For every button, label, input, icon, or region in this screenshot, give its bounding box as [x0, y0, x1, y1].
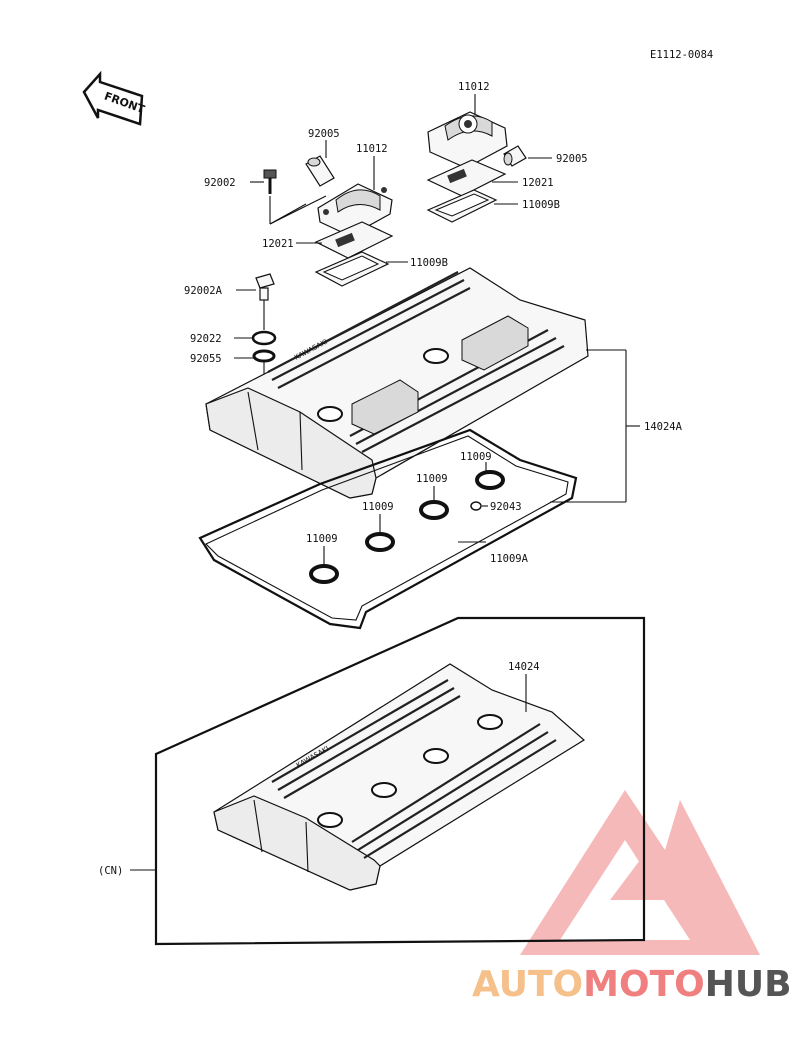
callout-92022: 92022	[190, 333, 222, 345]
head-cover-upper: KAWASAKI	[205, 267, 589, 499]
callout-92002: 92002	[204, 177, 236, 189]
callout-14024a: 14024A	[644, 421, 683, 433]
dowel-icon	[470, 501, 482, 511]
callout-12021-left: 12021	[262, 238, 294, 250]
callout-11009b-right: 11009B	[522, 199, 560, 211]
callout-11009b-left: 11009B	[410, 257, 448, 269]
callout-92055: 92055	[190, 353, 222, 365]
callout-11012-right: 11012	[458, 81, 490, 93]
figure-code: E1112-0084	[650, 49, 713, 61]
plug-ring-1-icon	[475, 470, 505, 490]
callout-14024: 14024	[508, 661, 540, 673]
plug-ring-3-icon	[365, 532, 395, 552]
callout-92043: 92043	[490, 501, 522, 513]
watermark-part3: HUB	[705, 964, 792, 1005]
svg-text:AUTOMOTOHUB: AUTOMOTOHUB	[472, 964, 792, 1005]
breather-assembly-right	[426, 111, 527, 223]
plug-ring-2-icon	[419, 500, 449, 520]
cn-frame	[154, 616, 646, 946]
callout-92005-right: 92005	[556, 153, 588, 165]
callout-11009a: 11009A	[490, 553, 529, 565]
bolt-92002-icon	[263, 169, 277, 194]
watermark-text: AUTOMOTOHUB	[472, 964, 792, 1005]
cap-bolt-icon	[255, 273, 275, 301]
main-gasket-icon	[198, 428, 578, 630]
callout-11009-2: 11009	[416, 473, 448, 485]
pipe-right-icon	[503, 145, 527, 167]
grommet-icon	[252, 349, 276, 363]
watermark-part1: AUTO	[472, 964, 583, 1005]
watermark-logo-icon	[520, 790, 760, 955]
breather-assembly-left	[263, 155, 394, 287]
head-cover-lower: KAWASAKI	[213, 663, 586, 891]
pipe-left-icon	[305, 155, 335, 187]
callout-11009-4: 11009	[306, 533, 338, 545]
callout-92005-left: 92005	[308, 128, 340, 140]
plug-ring-4-icon	[309, 564, 339, 584]
watermark-part2: MOTO	[583, 964, 705, 1005]
callout-92002a: 92002A	[184, 285, 223, 297]
front-arrow-icon: FRONT	[82, 70, 147, 126]
washer-icon	[251, 330, 277, 346]
callout-11009-1: 11009	[460, 451, 492, 463]
callout-cn: (CN)	[98, 865, 123, 877]
callout-12021-right: 12021	[522, 177, 554, 189]
callout-11012-left: 11012	[356, 143, 388, 155]
callout-11009-3: 11009	[362, 501, 394, 513]
